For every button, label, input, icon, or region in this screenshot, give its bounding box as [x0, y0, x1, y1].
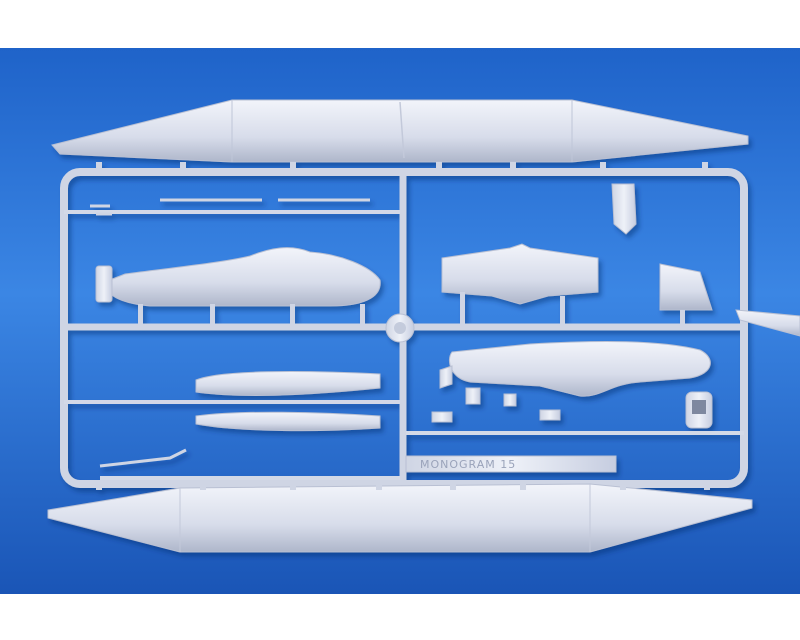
tailplane-part [441, 243, 599, 305]
attachment-gates [96, 162, 710, 490]
fin-part [659, 263, 713, 311]
sprue-assembly: MONOGRAM 15 [47, 99, 753, 553]
pod-part-lower [195, 411, 381, 432]
sprue-illustration: MONOGRAM 15 [0, 48, 800, 594]
pod-part-upper [195, 371, 381, 396]
offcut-part [735, 309, 800, 337]
sprue-nameplate [405, 455, 617, 473]
sprue-nameplate-text: MONOGRAM 15 [420, 458, 516, 471]
bottom-wing-part [47, 483, 753, 553]
top-wing-part [51, 99, 749, 163]
fuselage-half-right [448, 341, 711, 397]
fuselage-half-left [109, 247, 381, 307]
sprue-photo: MONOGRAM 15 [0, 48, 800, 594]
